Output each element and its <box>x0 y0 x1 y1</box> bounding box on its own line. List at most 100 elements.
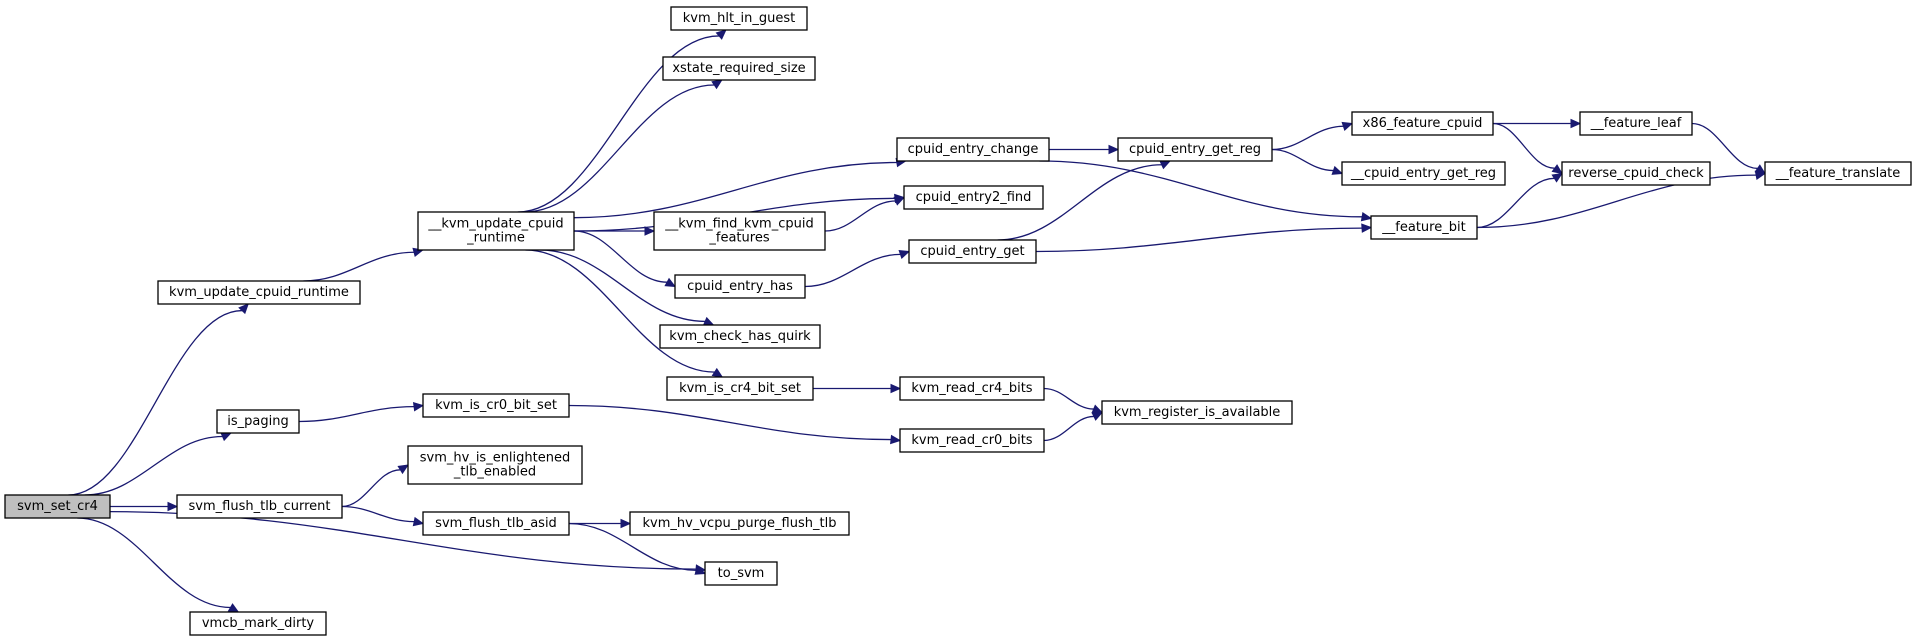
node-vmcb-mark-dirty[interactable]: vmcb_mark_dirty <box>189 611 327 636</box>
node-svm-hv-is-enlightened-tlb-enabled[interactable]: svm_hv_is_enlightened_tlb_enabled <box>407 445 583 485</box>
edge-x86-feature-cpuid-to-feature-leaf <box>1493 118 1582 129</box>
node-kvm-check-has-quirk[interactable]: kvm_check_has_quirk <box>659 324 821 349</box>
node-box <box>1370 215 1478 240</box>
node-box <box>674 274 806 299</box>
node-box <box>908 239 1037 264</box>
edge-line <box>1035 227 1363 253</box>
edge-kvm-update-cpuid-runtime-to-cpuid-entry-change <box>573 157 907 219</box>
node-box <box>407 445 583 485</box>
node-cpuid-entry-get-reg[interactable]: cpuid_entry_get_reg <box>1117 137 1273 162</box>
node-kvm-register-is-available[interactable]: kvm_register_is_available <box>1101 400 1293 425</box>
edge-svm-set-cr4-to-svm-flush-tlb-current <box>110 501 179 512</box>
edge-kvm-is-cr4-bit-set-to-kvm-read-cr4-bits <box>813 383 902 394</box>
node-label: kvm_hlt_in_guest <box>683 11 796 26</box>
node-kvm-read-cr4-bits[interactable]: kvm_read_cr4_bits <box>899 376 1045 401</box>
node-label: kvm_is_cr0_bit_set <box>435 398 557 413</box>
edge-line <box>568 522 697 572</box>
node-is-paging[interactable]: is_paging <box>216 409 300 434</box>
node-kvm-is-cr4-bit-set[interactable]: kvm_is_cr4_bit_set <box>666 376 814 401</box>
node-box <box>1117 137 1273 162</box>
node-box <box>1101 400 1293 425</box>
node-to-svm[interactable]: to_svm <box>704 561 778 586</box>
node-xstate-required-size[interactable]: xstate_required_size <box>662 56 816 81</box>
node-box <box>666 376 814 401</box>
edge-line <box>1043 387 1094 410</box>
edge-is-paging-to-kvm-is-cr0-bit-set <box>298 401 425 423</box>
node-kvm-hlt-in-guest[interactable]: kvm_hlt_in_guest <box>670 6 808 31</box>
node-x86-feature-cpuid[interactable]: x86_feature_cpuid <box>1351 111 1494 136</box>
node-box <box>899 376 1045 401</box>
node-kvm-update-cpuid-runtime[interactable]: __kvm_update_cpuid_runtime <box>417 211 575 251</box>
node-cpuid-entry-change[interactable]: cpuid_entry_change <box>896 137 1050 162</box>
arrowhead <box>620 518 632 529</box>
node-feature-translate[interactable]: __feature_translate <box>1764 161 1912 186</box>
edge-kvm-update-cpuid-runtime-to-kvm-update-cpuid-runtime <box>303 247 424 282</box>
node-label: kvm_read_cr0_bits <box>911 433 1032 448</box>
node-kvm-hv-vcpu-purge-flush-tlb[interactable]: kvm_hv_vcpu_purge_flush_tlb <box>629 511 850 536</box>
node-label: __kvm_update_cpuid <box>427 217 563 232</box>
arrowhead <box>702 316 715 326</box>
node-svm-flush-tlb-asid[interactable]: svm_flush_tlb_asid <box>422 511 570 536</box>
node-label: kvm_check_has_quirk <box>669 329 811 344</box>
node-label: _tlb_enabled <box>453 465 536 480</box>
node-svm-flush-tlb-current[interactable]: svm_flush_tlb_current <box>176 494 343 519</box>
node-box <box>1764 161 1912 186</box>
arrowhead <box>893 196 906 206</box>
edge-kvm-update-cpuid-runtime-to-cpuid-entry-has <box>573 230 677 288</box>
node-box <box>417 211 575 251</box>
node-label: to_svm <box>718 566 765 581</box>
arrowhead <box>1570 118 1582 129</box>
edge-line <box>77 517 231 609</box>
node-label: x86_feature_cpuid <box>1363 116 1483 131</box>
node-label: kvm_update_cpuid_runtime <box>169 285 349 300</box>
arrowhead <box>898 250 911 260</box>
arrowhead <box>1091 404 1104 414</box>
node-box <box>1341 161 1506 186</box>
node-box <box>670 6 808 31</box>
node-box <box>1351 111 1494 136</box>
node-box <box>216 409 300 434</box>
edge-line <box>1492 122 1555 169</box>
node-cpuid-entry-get[interactable]: cpuid_entry_get <box>908 239 1037 264</box>
node-feature-leaf[interactable]: __feature_leaf <box>1579 111 1693 136</box>
edge-kvm-update-cpuid-runtime-to-kvm-is-cr4-bit-set <box>525 249 724 378</box>
node-cpuid-entry-get-reg[interactable]: __cpuid_entry_get_reg <box>1341 161 1506 186</box>
arrowhead <box>1108 144 1120 155</box>
arrowhead <box>397 464 410 475</box>
edge-kvm-read-cr0-bits-to-kvm-register-is-available <box>1043 411 1104 442</box>
node-label: cpuid_entry2_find <box>916 190 1032 205</box>
edge-cpuid-entry-get-reg-to-x86-feature-cpuid <box>1271 121 1354 151</box>
node-label: xstate_required_size <box>672 61 805 76</box>
node-feature-bit[interactable]: __feature_bit <box>1370 215 1478 240</box>
node-kvm-read-cr0-bits[interactable]: kvm_read_cr0_bits <box>899 428 1045 453</box>
edge-line <box>1043 415 1094 442</box>
edge-cpuid-entry-has-to-cpuid-entry-get <box>804 250 911 288</box>
node-cpuid-entry-has[interactable]: cpuid_entry_has <box>674 274 806 299</box>
node-box <box>662 56 816 81</box>
node-box <box>896 137 1050 162</box>
node-kvm-update-cpuid-runtime[interactable]: kvm_update_cpuid_runtime <box>157 280 361 305</box>
node-box <box>903 185 1044 210</box>
arrowhead <box>664 277 677 288</box>
node-box <box>659 324 821 349</box>
node-kvm-is-cr0-bit-set[interactable]: kvm_is_cr0_bit_set <box>422 393 570 418</box>
edge-kvm-is-cr0-bit-set-to-kvm-read-cr0-bits <box>568 404 902 445</box>
node-cpuid-entry2-find[interactable]: cpuid_entry2_find <box>903 185 1044 210</box>
edge-line <box>824 200 896 232</box>
node-label: cpuid_entry_get_reg <box>1129 142 1261 157</box>
arrowhead <box>227 603 240 613</box>
arrowhead <box>694 565 707 575</box>
node-svm-set-cr4[interactable]: svm_set_cr4 <box>4 494 111 519</box>
node-label: vmcb_mark_dirty <box>202 616 315 631</box>
edge-line <box>1271 125 1344 151</box>
arrowhead <box>1754 170 1767 180</box>
node-box <box>4 494 111 519</box>
edges-layer <box>68 29 1767 613</box>
node-reverse-cpuid-check[interactable]: reverse_cpuid_check <box>1561 161 1711 186</box>
node-box <box>704 561 778 586</box>
node-kvm-find-kvm-cpuid-features[interactable]: __kvm_find_kvm_cpuid_features <box>653 211 826 251</box>
edge-line <box>573 161 897 219</box>
node-box <box>189 611 327 636</box>
edge-line <box>525 249 715 373</box>
edge-cpuid-entry-get-reg-to-cpuid-entry-get-reg <box>1271 148 1344 175</box>
